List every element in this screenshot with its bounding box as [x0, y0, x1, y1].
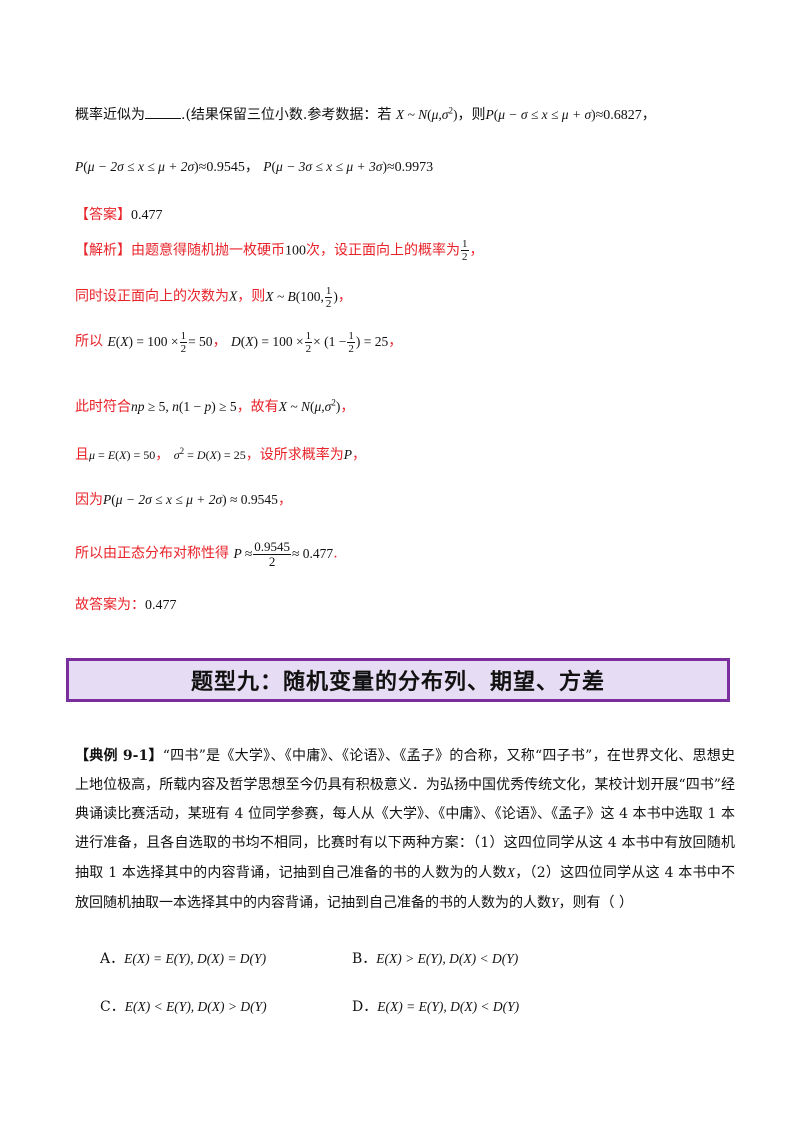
analysis-line-6: 因为P(μ − 2σ ≤ x ≤ μ + 2σ) ≈ 0.9545， [75, 492, 292, 508]
intro-suffix: .(结果保留三位小数.参考数据：若 [181, 107, 392, 123]
answer-blank [145, 106, 181, 119]
analysis-label: 【解析】 [75, 242, 131, 259]
option-d[interactable]: D．E(X) = E(Y), D(X) < D(Y) [352, 999, 520, 1015]
analysis-line-4: 此时符合np ≥ 5, n(1 − p) ≥ 5，故有X ~ N(μ,σ2)， [75, 397, 355, 416]
option-b[interactable]: B．E(X) > E(Y), D(X) < D(Y) [352, 951, 519, 967]
formula-sigma: σ2 = D(X) = 25 [173, 446, 246, 462]
formula-2sigma: P(μ − 2σ ≤ x ≤ μ + 2σ) [75, 159, 199, 174]
option-a[interactable]: A．E(X) = E(Y), D(X) = D(Y) [100, 951, 267, 967]
formula-normal-dist: X ~ N(μ,σ2) [395, 105, 458, 123]
value-3sigma: ≈0.9973 [386, 160, 434, 175]
section-title: 题型九：随机变量的分布列、期望、方差 [190, 670, 605, 695]
section-title-banner: 题型九：随机变量的分布列、期望、方差 [66, 658, 730, 702]
intro-text: 概率近似为 [75, 107, 145, 123]
formula-3sigma: P(μ − 3σ ≤ x ≤ μ + 3σ) [263, 159, 387, 174]
intro-line-1: 概率近似为 .(结果保留三位小数.参考数据：若 X ~ N(μ,σ2)，则P(μ … [75, 105, 656, 124]
formula-condition: np ≥ 5, n(1 − p) ≥ 5 [131, 399, 237, 414]
analysis-line-5: 且μ = E(X) = 50， σ2 = D(X) = 25，设所求概率为P， [75, 446, 366, 463]
intro-then: ，则 [457, 107, 486, 123]
example-label: 【典例 9-1】 [75, 748, 163, 764]
answer-line: 【答案】0.477 [75, 204, 163, 224]
option-c[interactable]: C．E(X) < E(Y), D(X) > D(Y) [100, 999, 267, 1015]
example-paragraph: 【典例 9-1】“四书”是《大学》、《中庸》、《论语》、《孟子》的合称，又称“四… [75, 748, 735, 911]
conclusion-line: 故答案为：0.477 [75, 597, 177, 613]
answer-label: 【答案】 [75, 207, 131, 223]
value-2sigma: ≈0.9545 [198, 160, 245, 175]
formula-mu: μ = E(X) = 50 [89, 448, 156, 462]
intro-line-2: P(μ − 2σ ≤ x ≤ μ + 2σ)≈0.9545， P(μ − 3σ … [75, 159, 434, 175]
answer-value: 0.477 [131, 208, 163, 223]
value-1sigma: ≈0.6827 [595, 108, 642, 123]
formula-1sigma: P(μ − σ ≤ x ≤ μ + σ) [485, 107, 596, 122]
